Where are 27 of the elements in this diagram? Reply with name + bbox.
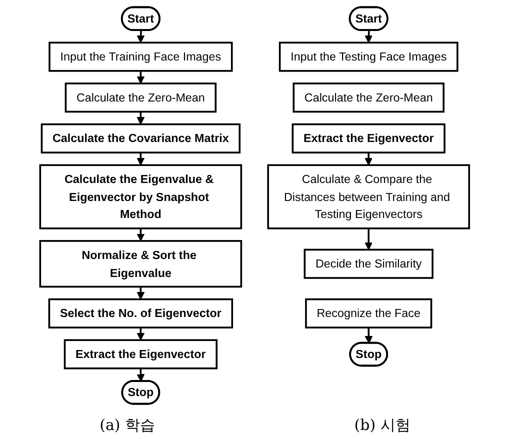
arrow (365, 30, 373, 43)
node-box: Decide the Similarity (304, 248, 434, 279)
node-box: Calculate the Eigenvalue & Eigenvector by Snapshot Method (40, 164, 242, 230)
arrow (137, 70, 145, 84)
arrow (365, 228, 373, 250)
arrow (137, 368, 145, 382)
arrow (137, 30, 145, 43)
node-box: Input the Training Face Images (48, 42, 234, 72)
figure-caption: (b) 시험 (354, 416, 410, 434)
arrow (137, 228, 145, 242)
node-box: Input the Testing Face Images (279, 42, 459, 72)
node-box: Calculate the Zero-Mean (65, 82, 217, 113)
arrow (137, 112, 145, 125)
arrow (365, 328, 373, 344)
arrow (365, 152, 373, 166)
node-box: Normalize & Sort the Eigenvalue (40, 240, 242, 288)
figure-caption: (a) 학습 (100, 416, 156, 434)
node-box: Calculate the Zero-Mean (293, 82, 445, 113)
arrow (137, 286, 145, 300)
node-box: Select the No. of Eigenvector (48, 298, 234, 328)
node-box: Calculate the Covariance Matrix (41, 123, 241, 154)
arrow (137, 152, 145, 166)
node-box: Extract the Eigenvector (64, 339, 218, 370)
node-box: Extract the Eigenvector (292, 123, 446, 154)
arrow (137, 328, 145, 340)
node-box: Recognize the Face (305, 298, 432, 328)
node-box: Calculate & Compare the Distances between Training and Testing Eigenvectors (268, 164, 470, 230)
